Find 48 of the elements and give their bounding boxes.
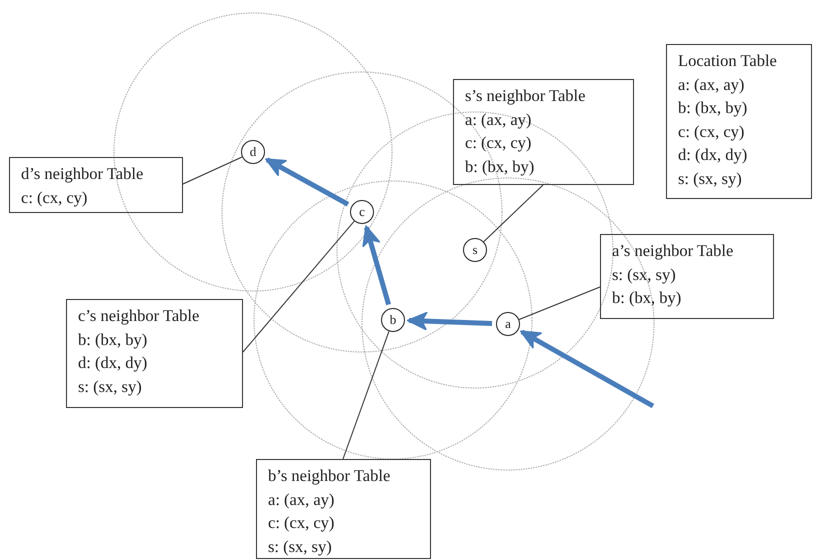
leader-line — [483, 184, 544, 242]
table-entry: c: (cx, cy) — [465, 132, 532, 154]
table-heading: Location Table — [678, 50, 778, 72]
table-box — [600, 234, 774, 319]
table-entry: b: (bx, by) — [465, 156, 536, 178]
table-box — [666, 44, 812, 199]
table-box — [453, 79, 634, 185]
table-box — [256, 459, 431, 559]
table-entry: s: (sx, sy) — [678, 168, 743, 190]
arrow — [362, 224, 391, 306]
arrow — [520, 330, 654, 408]
table-entry: b: (bx, by) — [78, 328, 148, 351]
table-entry: a: (ax, ay) — [678, 74, 746, 96]
table-heading: a’s neighbor Table — [612, 240, 734, 262]
node-label: c — [359, 204, 365, 220]
node-circle — [241, 140, 265, 164]
table-box — [9, 157, 183, 213]
node-circle — [463, 238, 487, 262]
table-entry: a: (ax, ay) — [268, 488, 336, 511]
table-entry: c: (cx, cy) — [268, 512, 336, 534]
table-heading: b’s neighbor Table — [268, 465, 392, 487]
table-entry: s: (sx, sy) — [612, 264, 677, 286]
table-entry: c: (cx, cy) — [21, 186, 88, 209]
node-label: d — [250, 144, 256, 160]
table-heading: s’s neighbor Table — [465, 85, 586, 107]
table-entry: s: (sx, sy) — [78, 376, 143, 398]
table-entry: b: (bx, by) — [612, 287, 682, 309]
node-label: s — [472, 242, 478, 258]
node-circle — [496, 312, 520, 336]
table-entry: b: (bx, by) — [678, 97, 748, 119]
table-entry: d: (dx, dy) — [78, 352, 148, 374]
arrow — [264, 158, 350, 206]
table-heading: c’s neighbor Table — [78, 305, 200, 327]
node-circle — [350, 200, 374, 224]
leader-line — [518, 286, 600, 320]
table-entry: c: (cx, cy) — [678, 120, 746, 143]
node-label: b — [390, 312, 396, 328]
node-label: a — [505, 316, 511, 332]
table-entry: a: (ax, ay) — [465, 108, 532, 131]
table-entry: s: (sx, sy) — [268, 536, 333, 558]
table-box — [66, 299, 243, 408]
leader-line — [342, 330, 390, 460]
node-circle — [381, 308, 405, 332]
table-entry: d: (dx, dy) — [678, 144, 748, 166]
leader-line — [242, 220, 355, 352]
arrow — [406, 312, 492, 331]
leader-line — [182, 156, 243, 184]
table-heading: d’s neighbor Table — [21, 163, 144, 185]
